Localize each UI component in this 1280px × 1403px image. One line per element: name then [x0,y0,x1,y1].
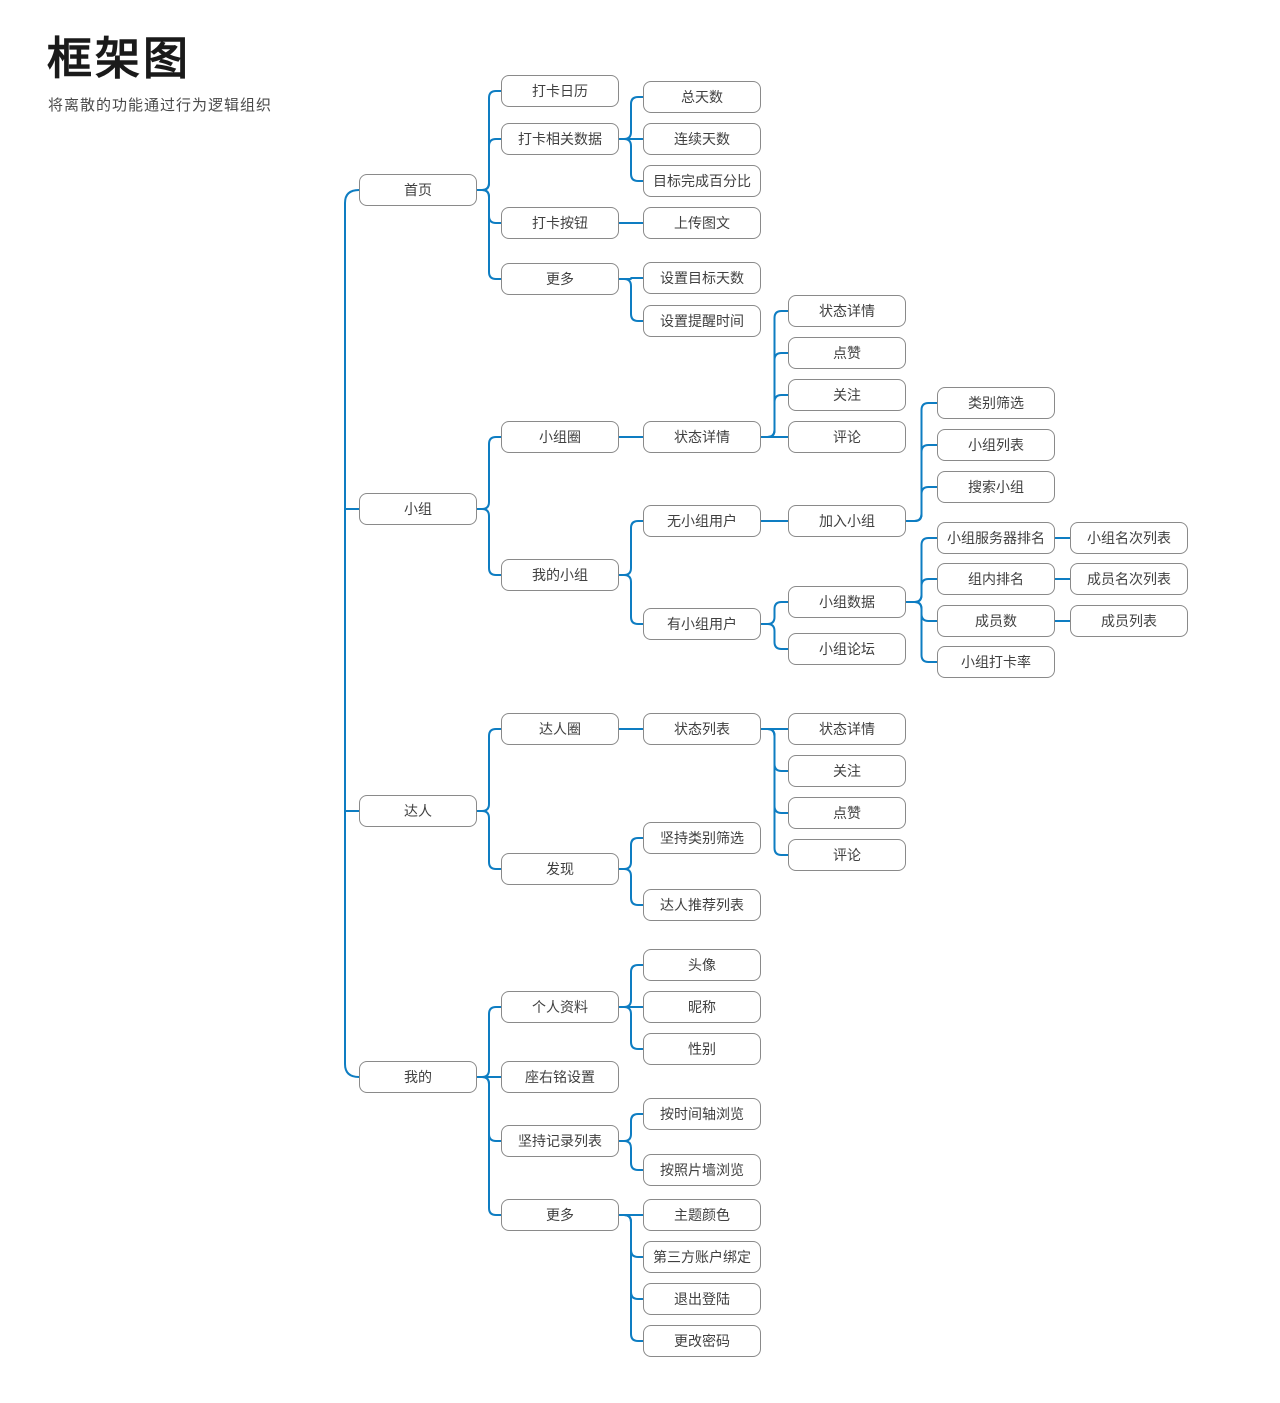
node-browse-by-photowall[interactable]: 按照片墙浏览 [643,1154,761,1186]
node-comment-a[interactable]: 评论 [788,421,906,453]
node-set-reminder-time[interactable]: 设置提醒时间 [643,305,761,337]
node-follow-c[interactable]: 关注 [788,755,906,787]
page-title: 框架图 [47,33,192,84]
node-my-group[interactable]: 我的小组 [501,559,619,591]
connector-line [760,601,789,625]
node-persist-category-filter[interactable]: 坚持类别筛选 [643,822,761,854]
node-status-detail-b[interactable]: 状态详情 [788,295,906,327]
node-checkin-button[interactable]: 打卡按钮 [501,207,619,239]
node-nickname[interactable]: 昵称 [643,991,761,1023]
connector-line [760,728,789,856]
node-group-circle[interactable]: 小组圈 [501,421,619,453]
connector-line [618,574,644,625]
connector-line [618,520,644,576]
connector-line [760,394,789,438]
connector-line [760,623,789,650]
node-no-group-user[interactable]: 无小组用户 [643,505,761,537]
node-mine-more[interactable]: 更多 [501,1199,619,1231]
connector-line [476,436,502,510]
node-upload-content[interactable]: 上传图文 [643,207,761,239]
node-checkin-data[interactable]: 打卡相关数据 [501,123,619,155]
connector-line [476,189,502,280]
connector-line [476,508,502,576]
node-member-list[interactable]: 成员列表 [1070,605,1188,637]
connector-line [618,837,644,870]
connector-line [618,96,644,140]
connector-line [476,1076,502,1216]
node-home[interactable]: 首页 [359,174,477,206]
node-set-goal-days[interactable]: 设置目标天数 [643,262,761,294]
connector-line [905,601,938,663]
node-group-server-rank[interactable]: 小组服务器排名 [937,522,1055,554]
node-home-more[interactable]: 更多 [501,263,619,295]
node-member-count[interactable]: 成员数 [937,605,1055,637]
node-profile[interactable]: 个人资料 [501,991,619,1023]
node-talent[interactable]: 达人 [359,795,477,827]
node-like-a[interactable]: 点赞 [788,337,906,369]
node-follow-a[interactable]: 关注 [788,379,906,411]
node-theme-color[interactable]: 主题颜色 [643,1199,761,1231]
node-talent-recommend-list[interactable]: 达人推荐列表 [643,889,761,921]
node-gender[interactable]: 性别 [643,1033,761,1065]
node-logout[interactable]: 退出登陆 [643,1283,761,1315]
node-discover[interactable]: 发现 [501,853,619,885]
node-in-group-rank[interactable]: 组内排名 [937,563,1055,595]
connector-line [618,964,644,1008]
page-header: 框架图 将离散的功能通过行为逻辑组织 [47,34,272,115]
connector-line [476,138,502,191]
node-comment-c[interactable]: 评论 [788,839,906,871]
connector-line [618,1006,644,1050]
node-group-list[interactable]: 小组列表 [937,429,1055,461]
connector-line [618,1214,644,1342]
node-goal-percent[interactable]: 目标完成百分比 [643,165,761,197]
node-motto-setting[interactable]: 座右铭设置 [501,1061,619,1093]
node-total-days[interactable]: 总天数 [643,81,761,113]
connector-line [618,278,644,322]
node-group[interactable]: 小组 [359,493,477,525]
node-join-group[interactable]: 加入小组 [788,505,906,537]
node-status-list[interactable]: 状态列表 [643,713,761,745]
connector-line [618,138,644,182]
node-status-detail-c[interactable]: 状态详情 [788,713,906,745]
node-like-c[interactable]: 点赞 [788,797,906,829]
node-change-password[interactable]: 更改密码 [643,1325,761,1357]
connector-line [618,277,644,280]
node-member-rank-list[interactable]: 成员名次列表 [1070,563,1188,595]
connector-line [476,1006,502,1078]
node-mine[interactable]: 我的 [359,1061,477,1093]
connector-line [344,189,360,1078]
node-group-rank-list[interactable]: 小组名次列表 [1070,522,1188,554]
node-status-detail-a[interactable]: 状态详情 [643,421,761,453]
node-streak-days[interactable]: 连续天数 [643,123,761,155]
node-checkin-calendar[interactable]: 打卡日历 [501,75,619,107]
node-has-group-user[interactable]: 有小组用户 [643,608,761,640]
connector-line [618,1113,644,1142]
node-search-group[interactable]: 搜索小组 [937,471,1055,503]
connector-line [618,868,644,906]
connector-line [905,578,938,603]
node-avatar[interactable]: 头像 [643,949,761,981]
connector-line [618,1140,644,1171]
node-browse-by-timeline[interactable]: 按时间轴浏览 [643,1098,761,1130]
node-group-forum[interactable]: 小组论坛 [788,633,906,665]
page-subtitle: 将离散的功能通过行为逻辑组织 [48,96,273,114]
connector-line [476,728,502,812]
node-group-checkin-rate[interactable]: 小组打卡率 [937,646,1055,678]
node-talent-circle[interactable]: 达人圈 [501,713,619,745]
connector-line [476,810,502,870]
connector-line [905,486,938,522]
node-persist-record-list[interactable]: 坚持记录列表 [501,1125,619,1157]
node-third-party-bind[interactable]: 第三方账户绑定 [643,1241,761,1273]
node-group-data[interactable]: 小组数据 [788,586,906,618]
node-category-filter[interactable]: 类别筛选 [937,387,1055,419]
